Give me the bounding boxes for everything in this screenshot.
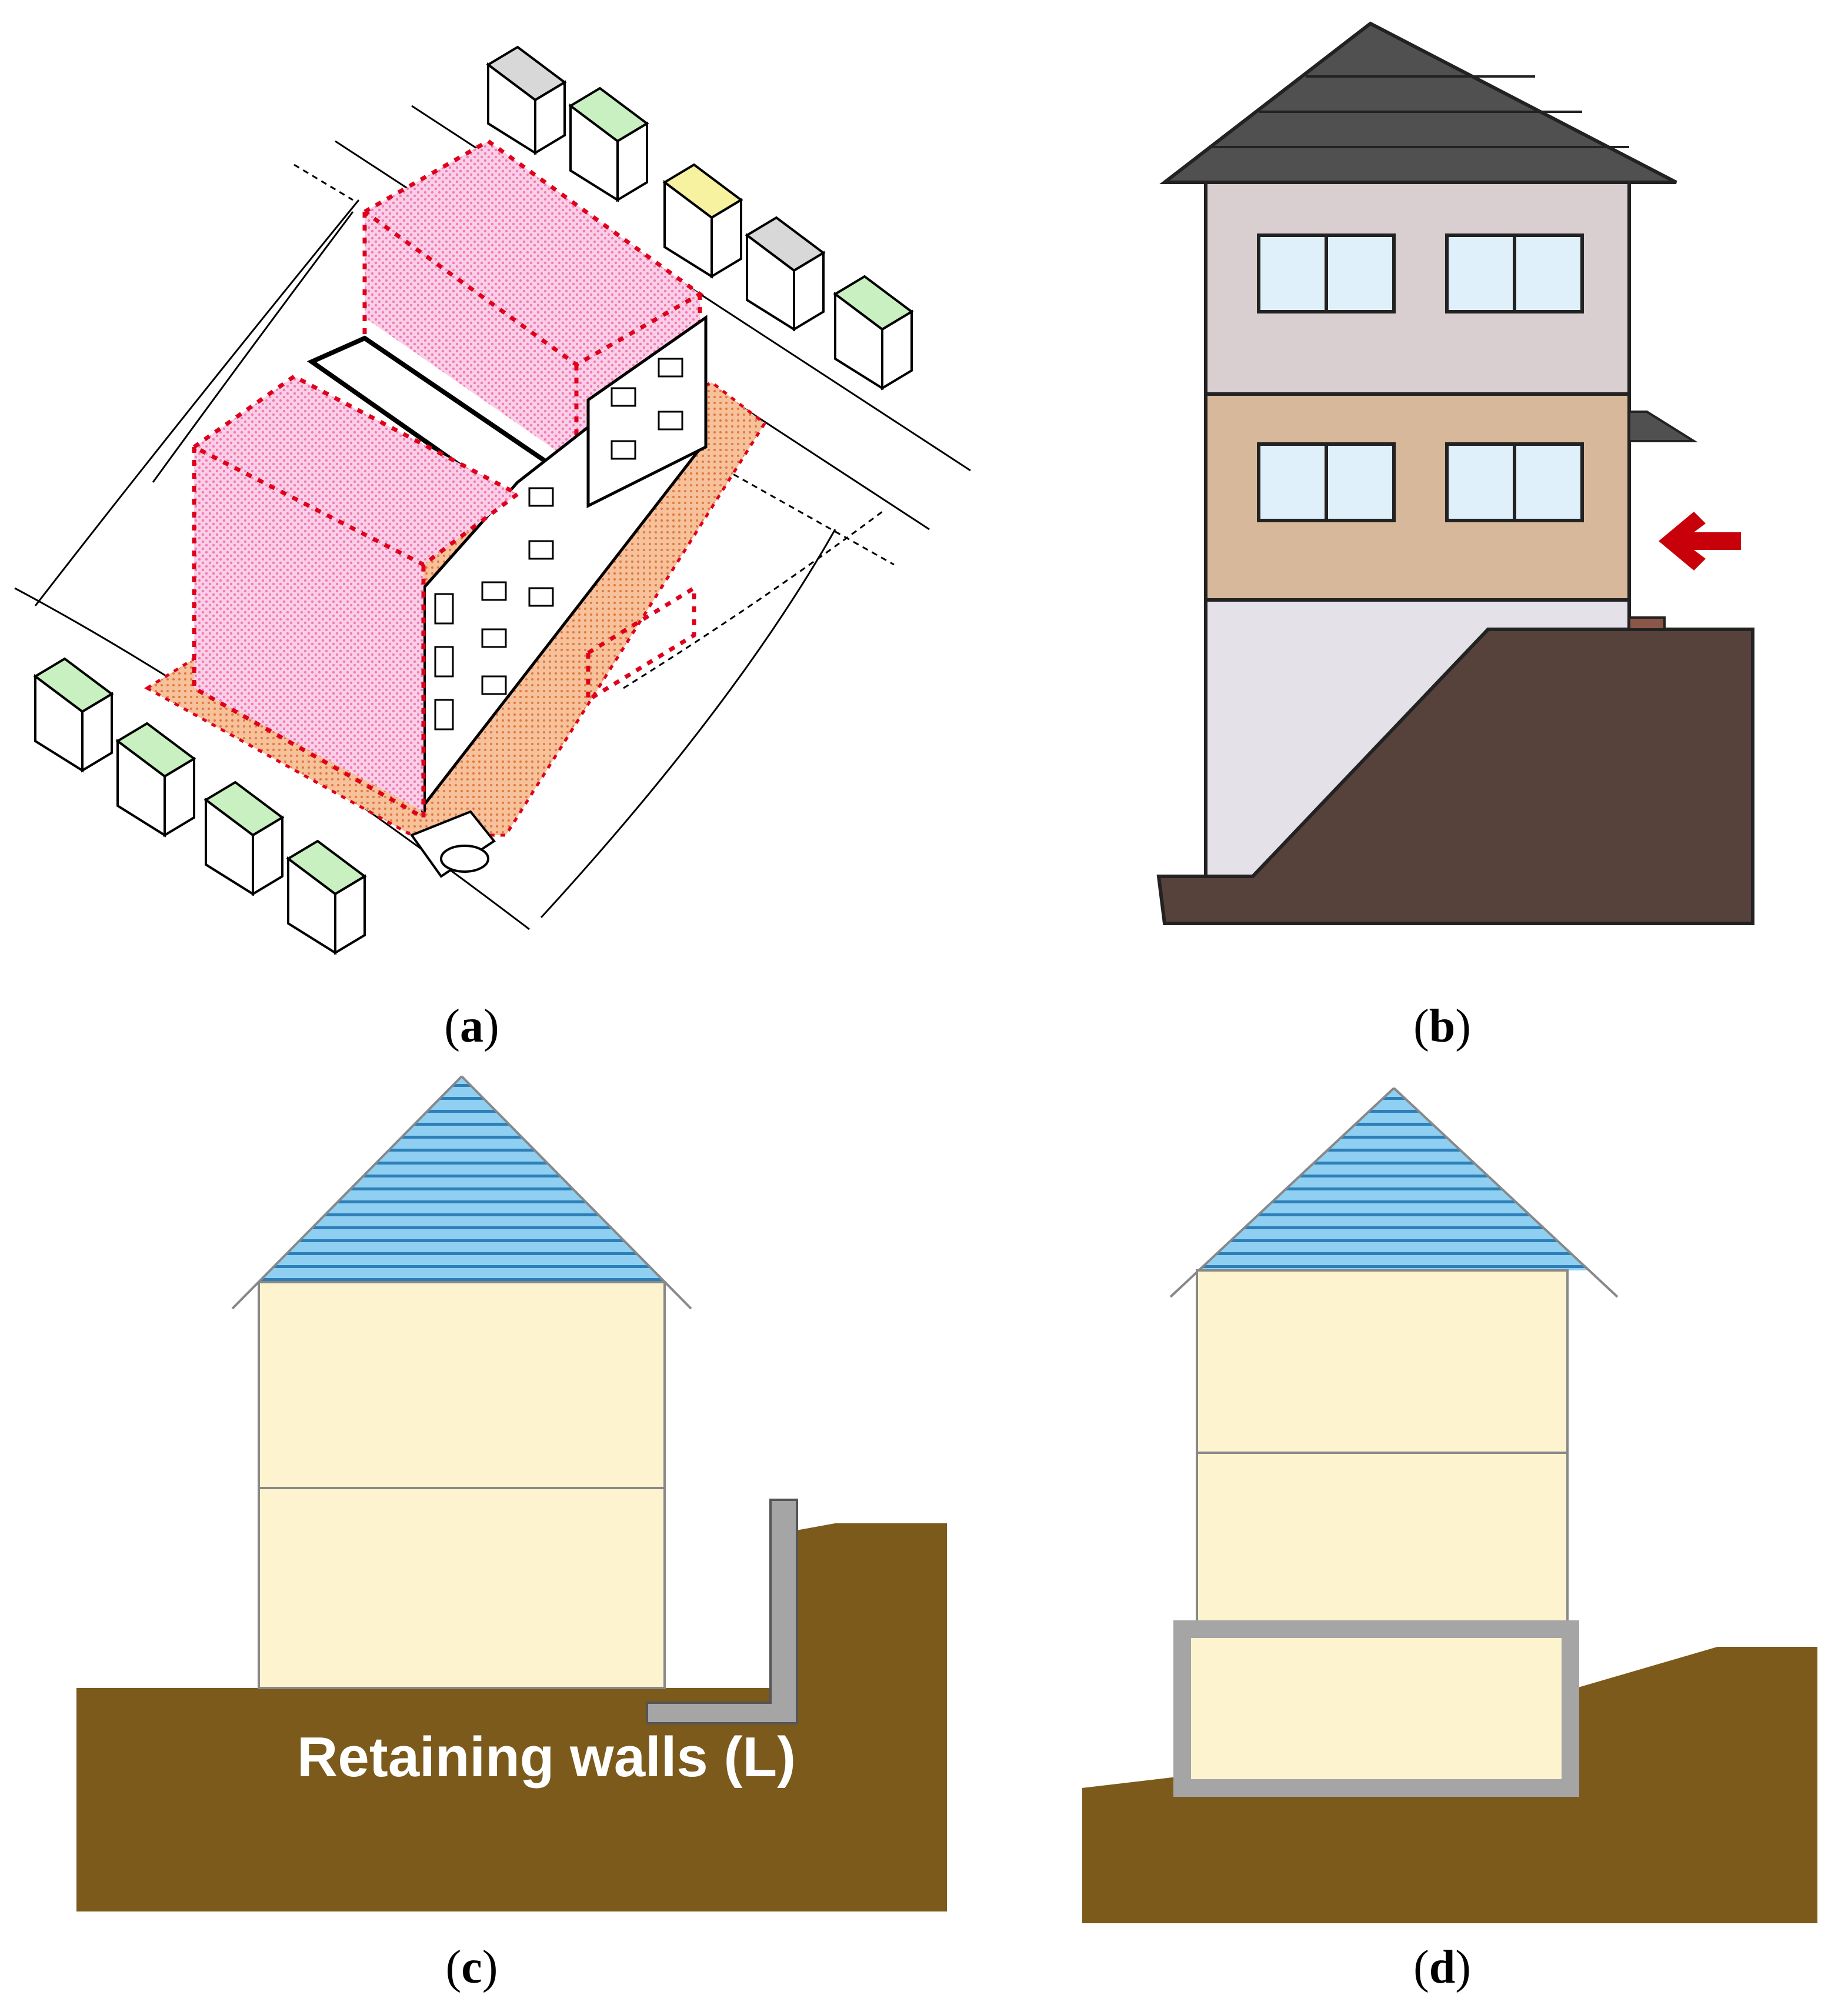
l-retaining-wall bbox=[646, 1499, 798, 1724]
neighbor-houses-top bbox=[486, 45, 914, 391]
terrain-line bbox=[293, 164, 353, 201]
house-icon bbox=[833, 275, 914, 391]
arrow-icon bbox=[1659, 512, 1741, 571]
house-icon bbox=[745, 216, 826, 332]
panel-b-hillside-house bbox=[1156, 21, 1754, 925]
house-icon bbox=[33, 657, 114, 773]
small-dotted-box bbox=[586, 584, 696, 704]
brown-ground bbox=[76, 1688, 947, 1911]
cream-wall bbox=[258, 1281, 666, 1689]
house-icon bbox=[204, 780, 285, 896]
dark-ground-slope bbox=[1156, 628, 1754, 925]
cream-wall bbox=[1196, 1269, 1569, 1624]
house-icon bbox=[115, 722, 196, 838]
blue-roof bbox=[259, 1076, 665, 1282]
terrain-line bbox=[623, 511, 883, 689]
house-icon bbox=[662, 163, 743, 279]
facade-windows bbox=[434, 358, 683, 730]
house-icon bbox=[486, 45, 567, 155]
house-icon bbox=[568, 86, 649, 202]
retaining-wall-label: Retaining walls (L) bbox=[297, 1726, 796, 1789]
panel-c-retaining-wall: Retaining walls (L) bbox=[76, 1075, 947, 1911]
panel-a-caption: (a) bbox=[444, 1000, 499, 1052]
blue-roof bbox=[1200, 1088, 1588, 1270]
panel-b-caption: (b) bbox=[1413, 1000, 1471, 1052]
terrain-line bbox=[540, 529, 836, 919]
terrain-line bbox=[152, 211, 354, 483]
eave-canopy bbox=[1628, 411, 1698, 442]
panel-a-isometric-diagram bbox=[14, 45, 971, 955]
terrain-line bbox=[34, 199, 360, 606]
culvert-pipe bbox=[409, 810, 496, 878]
panel-d-caption: (d) bbox=[1413, 1941, 1471, 1993]
panel-d-basement bbox=[1082, 1087, 1817, 1923]
window bbox=[1257, 233, 1584, 522]
apartment-building bbox=[421, 315, 708, 812]
dark-roof bbox=[1159, 21, 1677, 184]
neighbor-houses-bottom bbox=[33, 657, 367, 955]
house-icon bbox=[286, 839, 367, 955]
terrain-line bbox=[705, 458, 895, 566]
panel-c-caption: (c) bbox=[445, 1941, 498, 1993]
basement-concrete-box bbox=[1173, 1620, 1579, 1797]
front-pink-volume bbox=[192, 373, 522, 821]
